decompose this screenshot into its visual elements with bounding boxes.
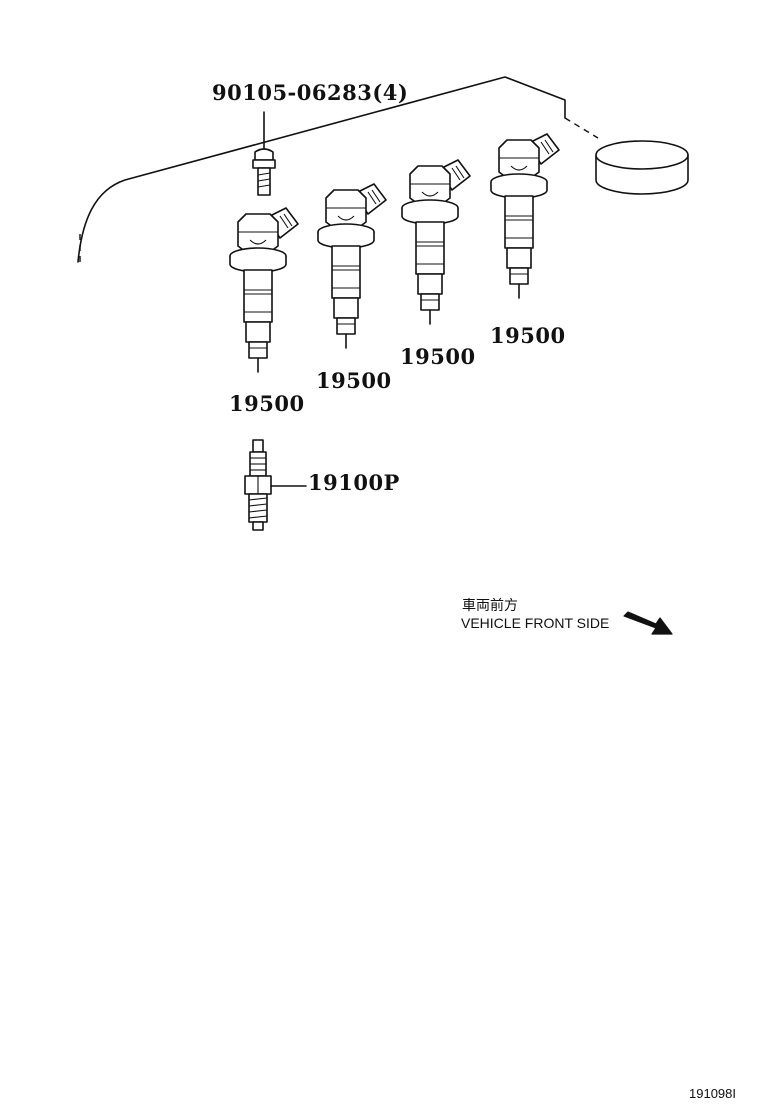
figure-id: 191098I (689, 1086, 736, 1101)
bolt-part-number: 90105-06283(4) (212, 80, 409, 105)
ignition-coil-4 (490, 133, 560, 299)
ignition-coil-1 (229, 207, 299, 373)
direction-note-japanese: 車両前方 (462, 597, 518, 613)
coil-2-part-number: 19500 (316, 368, 392, 393)
spark-plug-part-number: 19100P (308, 470, 400, 495)
coil-4-part-number: 19500 (490, 323, 566, 348)
front-direction-arrow-icon (623, 611, 673, 635)
spark-plug (244, 439, 307, 531)
bolt (252, 111, 276, 196)
ignition-coil-2 (317, 183, 387, 349)
coil-1-part-number: 19500 (229, 391, 305, 416)
direction-note-english: VEHICLE FRONT SIDE (461, 615, 610, 631)
oil-filler-cap (595, 140, 689, 195)
coil-3-part-number: 19500 (400, 344, 476, 369)
ignition-coil-3 (401, 159, 471, 325)
engine-cover-outline (77, 76, 599, 263)
